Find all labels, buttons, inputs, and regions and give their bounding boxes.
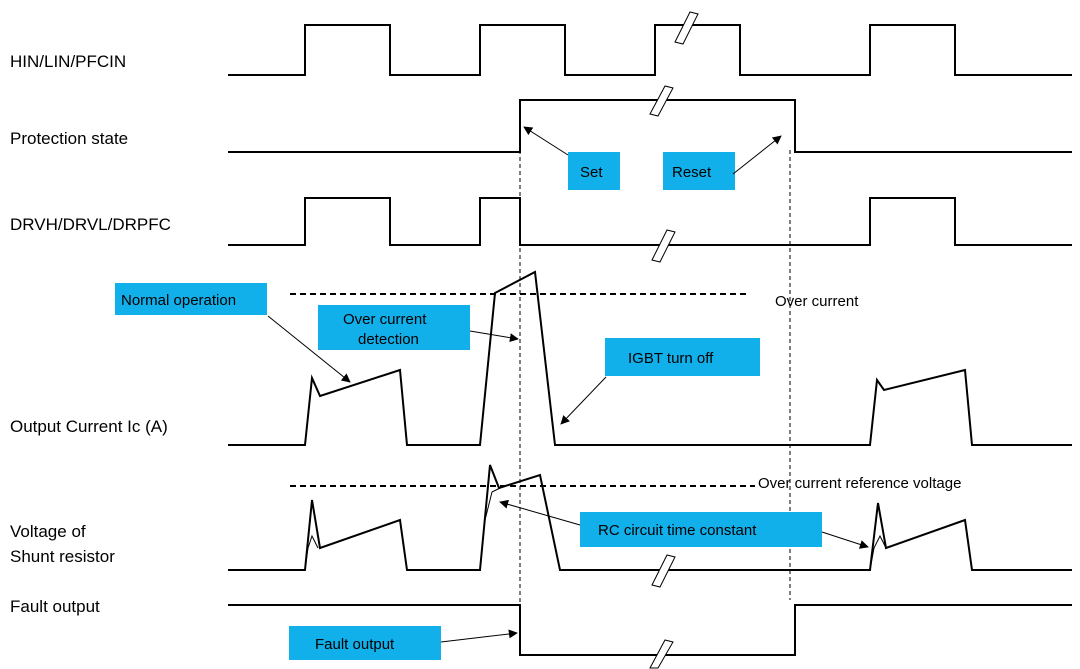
output-current-waveform bbox=[228, 270, 1072, 446]
set-arrow bbox=[523, 126, 569, 156]
rc-time-constant-callout: RC circuit time constant bbox=[580, 512, 822, 547]
shunt-rc-curve-2 bbox=[479, 487, 501, 571]
over-current-detection-callout: Over current detection bbox=[318, 305, 470, 350]
rc-callout-text: RC circuit time constant bbox=[598, 522, 757, 539]
ocd-callout-line1: Over current bbox=[343, 311, 427, 328]
label-hin: HIN/LIN/PFCIN bbox=[10, 52, 126, 71]
label-drv: DRVH/DRVL/DRPFC bbox=[10, 215, 171, 234]
normal-operation-arrow bbox=[267, 315, 351, 383]
drv-break-symbol bbox=[651, 229, 676, 263]
label-shunt-voltage-line2: Shunt resistor bbox=[10, 547, 115, 566]
reference-voltage-label: Over current reference voltage bbox=[758, 475, 961, 492]
fault-callout-text: Fault output bbox=[315, 636, 395, 653]
ocd-callout-line2: detection bbox=[358, 331, 419, 348]
igbt-arrow bbox=[560, 376, 607, 425]
shunt-rc-curve-3 bbox=[869, 534, 887, 571]
igbt-callout-text: IGBT turn off bbox=[628, 350, 714, 367]
over-current-label: Over current bbox=[775, 293, 859, 310]
drv-waveform bbox=[228, 197, 1072, 246]
set-callout: Set bbox=[568, 152, 620, 190]
normal-operation-callout: Normal operation bbox=[115, 283, 267, 315]
reset-callout-text: Reset bbox=[672, 164, 712, 181]
hin-break-symbol bbox=[674, 11, 699, 45]
label-shunt-voltage-line1: Voltage of bbox=[10, 522, 86, 541]
label-output-current: Output Current Ic (A) bbox=[10, 417, 168, 436]
fault-output-arrow bbox=[440, 629, 518, 643]
reset-callout: Reset bbox=[663, 152, 735, 190]
igbt-turn-off-callout: IGBT turn off bbox=[605, 338, 760, 376]
rc-arrow-right bbox=[821, 531, 869, 549]
set-callout-text: Set bbox=[580, 164, 603, 181]
reset-arrow bbox=[732, 135, 782, 175]
normal-operation-callout-text: Normal operation bbox=[121, 292, 236, 309]
label-protection-state: Protection state bbox=[10, 129, 128, 148]
fault-break-symbol bbox=[649, 639, 674, 669]
label-fault-output: Fault output bbox=[10, 597, 100, 616]
protection-state-waveform bbox=[228, 99, 1072, 153]
shunt-rc-curve-1 bbox=[304, 534, 319, 571]
hin-waveform bbox=[228, 24, 1072, 76]
fault-output-callout: Fault output bbox=[289, 626, 441, 660]
protection-break-symbol bbox=[649, 85, 674, 117]
shunt-break-symbol bbox=[651, 554, 676, 588]
rc-arrow-left bbox=[499, 499, 581, 526]
over-current-detection-arrow bbox=[469, 330, 519, 343]
